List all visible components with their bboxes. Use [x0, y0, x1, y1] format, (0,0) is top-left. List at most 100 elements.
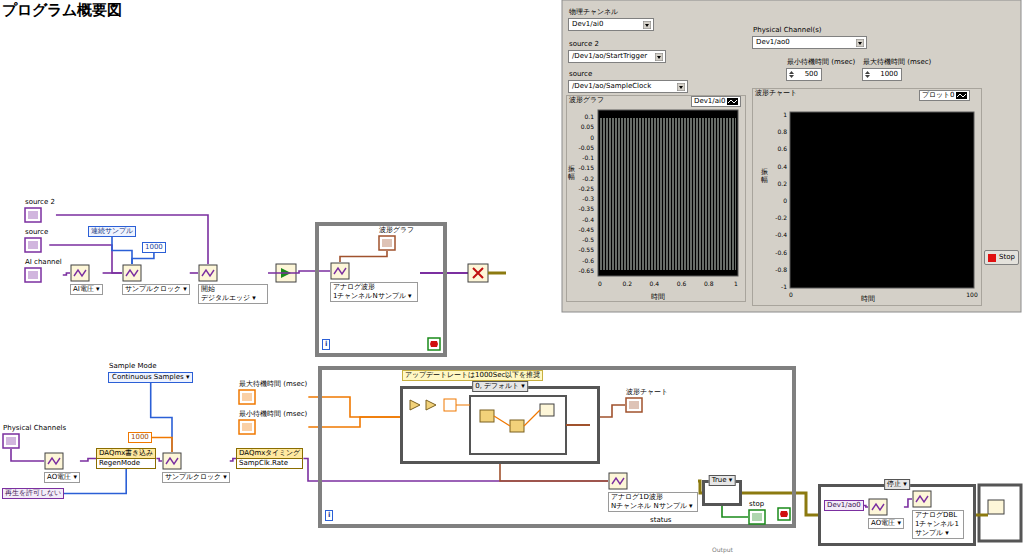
- icon-frame: [123, 265, 141, 281]
- dropdown-arrow: [856, 39, 864, 47]
- label-holder: 1: [783, 111, 787, 118]
- icon-glyph: [166, 458, 178, 464]
- wire: [904, 499, 912, 507]
- subvi-label: AO電圧 ▾: [44, 472, 80, 483]
- control-text: Physical Channel(s): [752, 26, 823, 35]
- axis-tick: 0.8: [777, 128, 787, 135]
- note-label: Output: [712, 546, 733, 553]
- axis-tick: 0: [598, 280, 602, 287]
- wire: [500, 464, 608, 481]
- terminal-label: 波形チャート: [625, 388, 669, 397]
- terminal-icon: [625, 397, 643, 413]
- case-text: 0, デフォルト ▾: [472, 381, 528, 392]
- arrow-up: [789, 71, 794, 74]
- dropdown-arrow: [677, 83, 685, 91]
- ring-control: source 2/Dev1/ao/StartTrigger: [568, 40, 666, 63]
- constant: Dev1/ao0: [824, 500, 864, 511]
- label-holder: -0.2: [582, 174, 594, 181]
- terminal-label: Physical Channels: [2, 424, 67, 433]
- ring-control: Physical Channel(s)Dev1/ao0: [752, 26, 867, 49]
- loop-stop-terminal: [780, 511, 788, 517]
- arrow-box: [655, 53, 663, 61]
- terminal: 波形チャート: [625, 388, 669, 413]
- ring-control: 物理チャンネルDev1/ai0: [568, 8, 654, 31]
- constant: 連続サンプル: [88, 226, 136, 237]
- icon-frame: [331, 263, 349, 279]
- constant-value: 再生を許可しない: [2, 488, 64, 499]
- iteration-terminal: i: [322, 339, 330, 350]
- subvi-label: アナログ1D波形 Nチャンネル Nサンプル ▾: [608, 492, 698, 512]
- ring-control: source/Dev1/ao/SampleClock: [568, 70, 688, 93]
- diagram-title: プログラム概要図: [2, 1, 122, 19]
- terminal-label: 波形グラフ: [378, 226, 415, 235]
- label-holder: 1: [734, 280, 738, 287]
- label-holder: -0.25: [578, 184, 594, 191]
- label-holder: 0.6: [677, 280, 687, 287]
- axis-tick: 0.05: [581, 123, 594, 130]
- terminal-label: 最小待機時間 (msec): [238, 410, 308, 419]
- error-wire: [488, 272, 506, 275]
- axis-tick: -0.6: [775, 248, 787, 255]
- case-contents: [566, 424, 590, 426]
- label-holder: -0.6: [582, 256, 594, 263]
- subvi-icon: [122, 264, 142, 282]
- waveform-trace: [600, 118, 736, 270]
- wire: [56, 215, 208, 264]
- arrow-box: [643, 21, 651, 29]
- case-contents: [540, 404, 554, 416]
- graph-text: 振幅: [568, 166, 575, 181]
- axis-tick: -0.2: [582, 174, 594, 181]
- icon-glyph: [872, 504, 884, 510]
- axis-tick: -1: [781, 283, 787, 290]
- icon-glyph: [202, 270, 214, 276]
- graph-text: Dev1/ai0: [691, 96, 741, 107]
- label-holder: 0: [783, 197, 787, 204]
- iteration-terminal: i: [325, 510, 333, 521]
- axis-tick: 1: [734, 280, 738, 287]
- axis-tick: 0: [590, 133, 594, 140]
- terminal: 最小待機時間 (msec): [238, 410, 308, 435]
- control-text: /Dev1/ao/StartTrigger: [568, 50, 666, 63]
- control-text: Sample Mode: [108, 362, 158, 371]
- terminal-label: stop: [748, 500, 765, 509]
- subvi-icon: [70, 264, 90, 282]
- wire: [600, 405, 625, 417]
- wire: [864, 506, 868, 508]
- label-holder: -0.15: [578, 164, 594, 171]
- case-frame: [400, 386, 600, 464]
- arrow-down: [789, 75, 794, 78]
- graph-text: 波形グラフ: [569, 96, 604, 105]
- icon-glyph: [629, 401, 639, 409]
- icon-frame: [913, 491, 931, 507]
- legend-plot-icon: [956, 92, 967, 99]
- icon-frame: [626, 398, 642, 412]
- clear-task-vi: [468, 264, 488, 282]
- graph-text: 時間: [861, 295, 875, 304]
- subvi-label: AI電圧 ▾: [70, 284, 103, 295]
- icon-glyph: [74, 270, 86, 276]
- axis-tick: -0.1: [582, 154, 594, 161]
- axis-tick: -0.15: [578, 164, 594, 171]
- control-text: source: [568, 70, 593, 79]
- wire: [722, 506, 748, 517]
- axis-tick: -0.3: [582, 195, 594, 202]
- note-label: status: [650, 516, 672, 524]
- terminal-label: source: [24, 228, 49, 237]
- label-holder: 0: [598, 280, 602, 287]
- subvi-label: サンプルクロック ▾: [162, 472, 230, 483]
- terminal: AI channel: [24, 258, 63, 283]
- control-text: Dev1/ai0: [568, 18, 654, 31]
- terminal-icon: [24, 267, 42, 283]
- title-block: プログラム概要図: [2, 1, 122, 19]
- wire: [190, 272, 198, 274]
- label-holder: -0.8: [775, 265, 787, 272]
- axis-tick: 0: [789, 291, 793, 298]
- wire: [151, 383, 172, 452]
- label-holder: -0.35: [578, 205, 594, 212]
- case-contents: [444, 399, 456, 411]
- icon-glyph: [126, 270, 138, 276]
- sequence-frame: [988, 500, 1004, 514]
- arrow-glyph: [858, 42, 862, 45]
- while-loop: i波形グラフアナログ波形 1チャンネルNサンプル ▾: [315, 222, 447, 357]
- constant-value: 1000: [142, 242, 166, 253]
